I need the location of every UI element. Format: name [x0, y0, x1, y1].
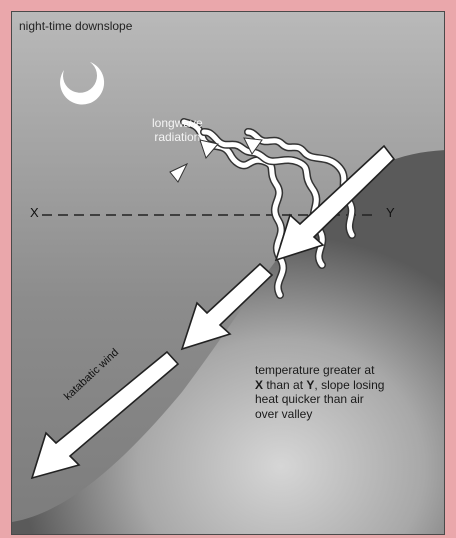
- diagram-title: night-time downslope: [19, 20, 132, 34]
- longwave-radiation-label: longwave radiation: [152, 117, 203, 145]
- temperature-note-x: X: [255, 378, 263, 392]
- point-y-label: Y: [386, 206, 395, 221]
- temperature-note-slope: , slope losing: [314, 378, 384, 392]
- temperature-note-line4: over valley: [255, 407, 435, 422]
- diagram-canvas: [12, 12, 445, 535]
- temperature-note-line1: temperature greater at: [255, 363, 435, 378]
- temperature-note-line3: heat quicker than air: [255, 392, 435, 407]
- temperature-note: temperature greater at X than at Y, slop…: [255, 363, 435, 422]
- point-x-label: X: [30, 206, 39, 221]
- longwave-label-line1: longwave: [152, 117, 203, 131]
- longwave-label-line2: radiation: [152, 131, 203, 145]
- diagram-panel: night-time downslope longwave radiation …: [11, 11, 445, 535]
- temperature-note-than: than at: [263, 378, 306, 392]
- temperature-note-line2: X than at Y, slope losing: [255, 378, 435, 393]
